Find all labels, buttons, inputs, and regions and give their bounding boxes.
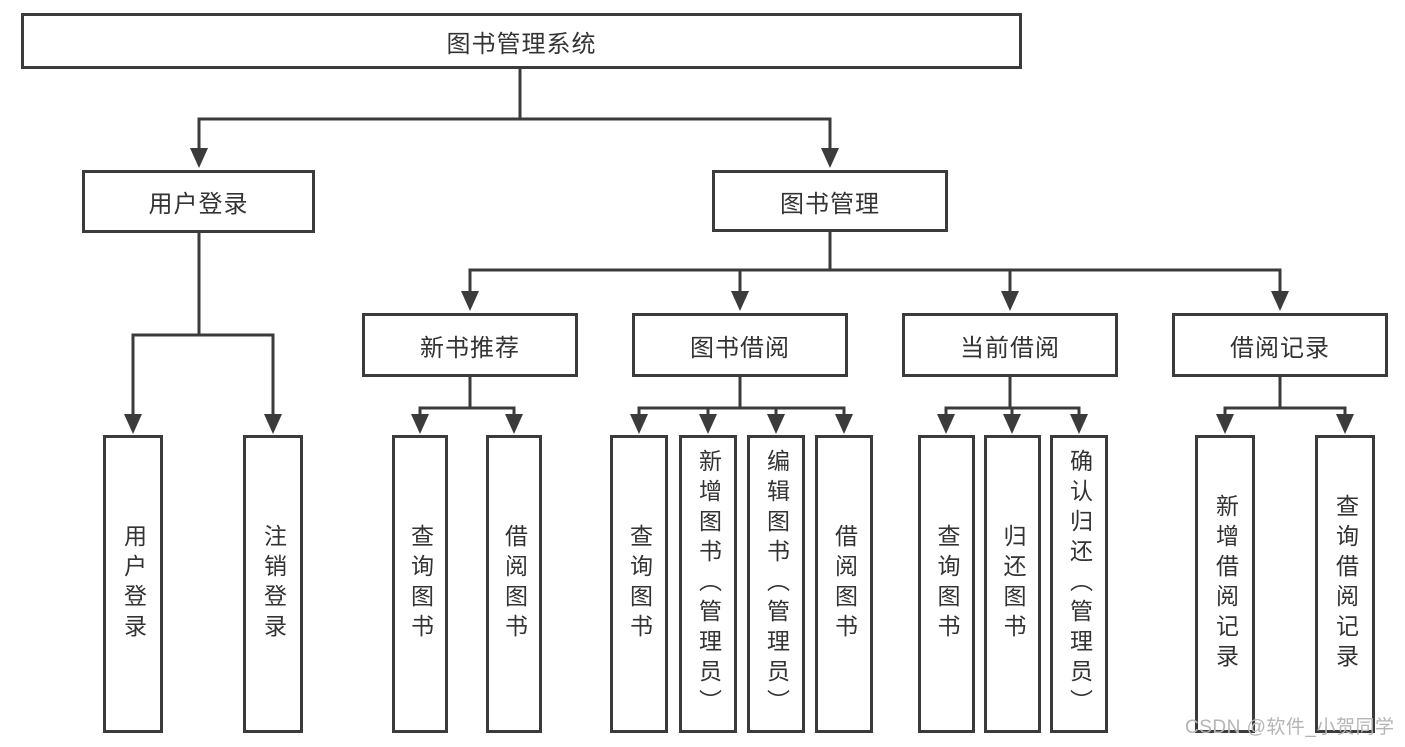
leaf-label: 借阅图书: [501, 524, 528, 644]
leaf-recommend-query-books: 查询图书: [392, 435, 448, 733]
leaf-borrow-query-books: 查询图书: [610, 435, 668, 733]
leaf-current-return-books: 归还图书: [984, 435, 1041, 733]
leaf-label: 新增图书（管理员）: [695, 449, 722, 719]
leaf-label: 注销登录: [260, 524, 287, 644]
csdn-watermark: CSDN @软件_小贺同学: [1185, 717, 1395, 738]
leaf-recommend-borrow-books: 借阅图书: [486, 435, 542, 733]
leaf-label: 确认归还（管理员）: [1066, 449, 1093, 719]
leaf-logout: 注销登录: [243, 435, 303, 733]
leaf-records-query-record: 查询借阅记录: [1315, 435, 1375, 733]
leaf-current-confirm-return-admin: 确认归还（管理员）: [1050, 435, 1108, 733]
leaf-label: 借阅图书: [831, 524, 858, 644]
leaf-label: 新增借阅记录: [1212, 494, 1239, 674]
node-current-borrow: 当前借阅: [902, 313, 1118, 377]
leaf-user-login: 用户登录: [103, 435, 163, 733]
leaf-borrow-edit-books-admin: 编辑图书（管理员）: [747, 435, 805, 733]
leaf-records-add-record: 新增借阅记录: [1195, 435, 1255, 733]
leaf-label: 查询图书: [626, 524, 653, 644]
leaf-label: 查询借阅记录: [1332, 494, 1359, 674]
node-book-borrow: 图书借阅: [632, 313, 848, 377]
node-book-management: 图书管理: [712, 170, 948, 232]
leaf-label: 归还图书: [1000, 524, 1026, 644]
leaf-label: 编辑图书（管理员）: [763, 449, 790, 719]
leaf-borrow-add-books-admin: 新增图书（管理员）: [679, 435, 737, 733]
node-user-login: 用户登录: [82, 170, 315, 233]
leaf-borrow-borrow-books: 借阅图书: [815, 435, 873, 733]
node-borrow-records: 借阅记录: [1172, 313, 1388, 377]
leaf-label: 查询图书: [934, 524, 960, 644]
leaf-label: 用户登录: [120, 524, 147, 644]
leaf-current-query-books: 查询图书: [918, 435, 975, 733]
node-root-system: 图书管理系统: [21, 13, 1022, 69]
leaf-label: 查询图书: [407, 524, 434, 644]
node-new-book-recommend: 新书推荐: [362, 313, 578, 377]
